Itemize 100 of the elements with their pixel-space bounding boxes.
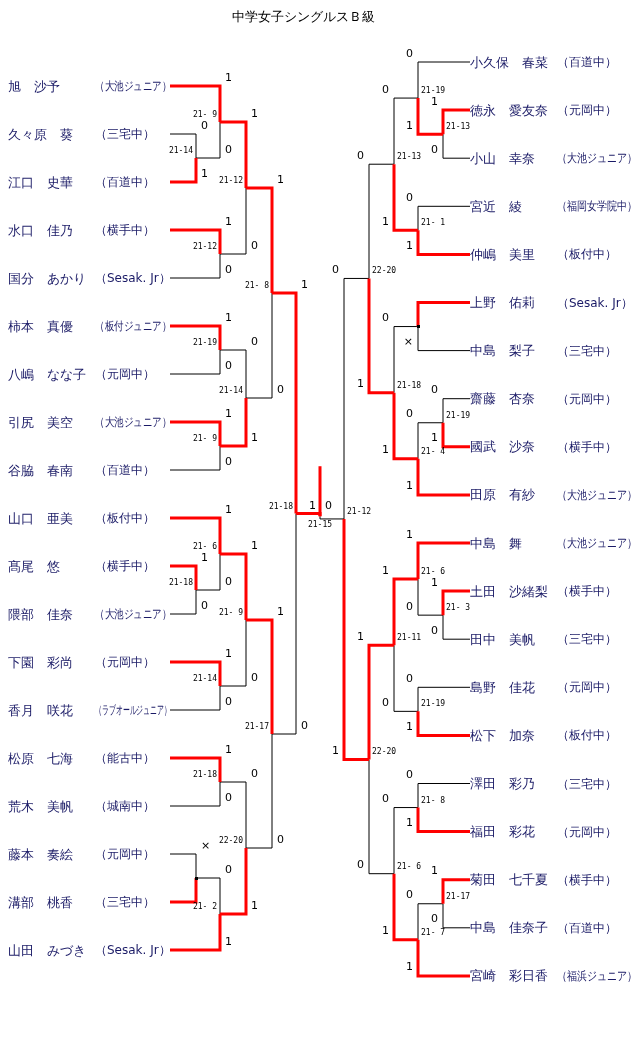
team-name: （横手中）	[95, 224, 155, 236]
match-score: 21-17	[446, 892, 471, 901]
winner-line	[392, 392, 418, 461]
match-score: 21-18	[268, 502, 293, 511]
player-name: 髙尾 悠	[8, 559, 60, 573]
match-score: 21-19	[446, 411, 471, 420]
player-name: 柿本 真優	[8, 319, 73, 333]
result-mark: 1	[201, 167, 208, 179]
match-score: 22-20	[218, 837, 243, 845]
result-mark: 1	[406, 239, 413, 251]
player-name: 宮近 綾	[470, 199, 522, 213]
bracket-line	[442, 903, 471, 929]
team-name: （大池ジュニア）	[95, 80, 171, 92]
match-score: 21-17	[244, 723, 269, 731]
bracket-line	[169, 685, 221, 711]
result-mark: 0	[382, 312, 389, 324]
winner-line	[170, 420, 222, 446]
result-mark: 1	[225, 935, 232, 947]
player-name: 香月 咲花	[8, 703, 73, 717]
match-score: 21-12	[218, 177, 243, 185]
bracket-line	[393, 807, 419, 875]
winner-line	[220, 848, 248, 916]
bracket-line	[245, 733, 273, 849]
winner-line	[416, 711, 470, 737]
result-mark: 1	[225, 503, 232, 515]
bracket-line	[368, 758, 395, 875]
winner-line	[170, 158, 198, 184]
match-score: 22-20	[372, 748, 397, 757]
winner-line	[296, 512, 322, 517]
player-name: 江口 史華	[8, 175, 73, 189]
bracket-line	[368, 163, 395, 279]
result-mark: 0	[277, 833, 284, 845]
result-mark: 0	[251, 239, 258, 251]
result-mark: 1	[357, 378, 364, 390]
result-mark: 1	[301, 278, 308, 290]
result-mark: 0	[225, 143, 232, 155]
player-name: 山口 亜美	[8, 511, 73, 525]
winner-line	[170, 564, 198, 590]
team-name: （大池ジュニア）	[557, 152, 637, 165]
player-name: 隈部 佳奈	[8, 607, 73, 621]
team-name: （横手中）	[557, 873, 617, 886]
player-name: 中島 佳奈子	[470, 921, 548, 935]
team-name: （福岡女学院中）	[557, 200, 637, 213]
result-mark: 1	[201, 551, 208, 563]
player-name: 松下 加奈	[470, 728, 535, 742]
match-score: 21- 8	[244, 282, 269, 290]
result-mark: 0	[357, 149, 364, 161]
bracket-line	[169, 445, 221, 471]
player-name: 島野 佳花	[470, 680, 535, 694]
winner-line	[441, 589, 470, 616]
winner-line	[170, 324, 222, 350]
team-name: （百道中）	[95, 464, 155, 476]
bracket-line	[417, 903, 444, 941]
result-mark: 1	[357, 630, 364, 642]
match-score: 21-19	[421, 700, 446, 709]
team-name: （大池ジュニア）	[95, 608, 171, 620]
result-mark: 1	[382, 564, 389, 576]
match-score: 21- 1	[421, 219, 446, 228]
winner-line	[342, 518, 369, 761]
player-name: 中島 梨子	[470, 344, 535, 358]
team-name: （三宅中）	[95, 128, 155, 140]
result-mark: 0	[225, 575, 232, 587]
team-name: （元岡中）	[557, 104, 617, 117]
match-score: 21-12	[347, 507, 372, 516]
winner-line	[392, 164, 418, 232]
player-name: 溝部 桃香	[8, 895, 73, 909]
bracket-line	[195, 553, 221, 591]
winner-line	[170, 756, 222, 782]
result-mark: 1	[332, 744, 339, 756]
result-mark: 1	[382, 215, 389, 227]
result-mark: 0	[406, 191, 413, 203]
team-name: （板付中）	[557, 729, 617, 742]
bracket-line	[393, 326, 419, 394]
result-mark: ×	[201, 839, 211, 851]
match-score: 22-20	[372, 267, 397, 276]
team-name: （板付中）	[557, 248, 617, 261]
player-name: 澤田 彩乃	[470, 777, 535, 790]
bracket-line	[219, 349, 247, 399]
match-score: 21-14	[168, 147, 193, 155]
result-mark: 0	[251, 335, 258, 347]
winner-line	[367, 643, 394, 760]
match-score: 21-19	[421, 87, 446, 96]
result-mark: ×	[403, 336, 413, 348]
team-name: （元岡中）	[95, 656, 155, 668]
match-score: 21- 3	[446, 604, 471, 613]
team-name: （Sesak. Jr）	[95, 272, 171, 284]
winner-line	[170, 84, 222, 122]
bracket-line	[417, 422, 444, 460]
match-score: 21-11	[397, 634, 422, 643]
result-mark: 0	[406, 769, 413, 780]
team-name: （元岡中）	[95, 848, 155, 860]
result-mark: 1	[406, 817, 413, 829]
winner-line	[367, 278, 394, 395]
bracket-line	[271, 513, 297, 735]
result-mark: 0	[325, 499, 332, 511]
result-mark: 1	[382, 925, 389, 937]
diagram-title: 中学女子シングルスＢ級	[232, 10, 375, 23]
winner-line	[220, 120, 248, 188]
player-name: 福田 彩花	[470, 825, 535, 839]
team-name: （大池ジュニア）	[557, 488, 637, 501]
